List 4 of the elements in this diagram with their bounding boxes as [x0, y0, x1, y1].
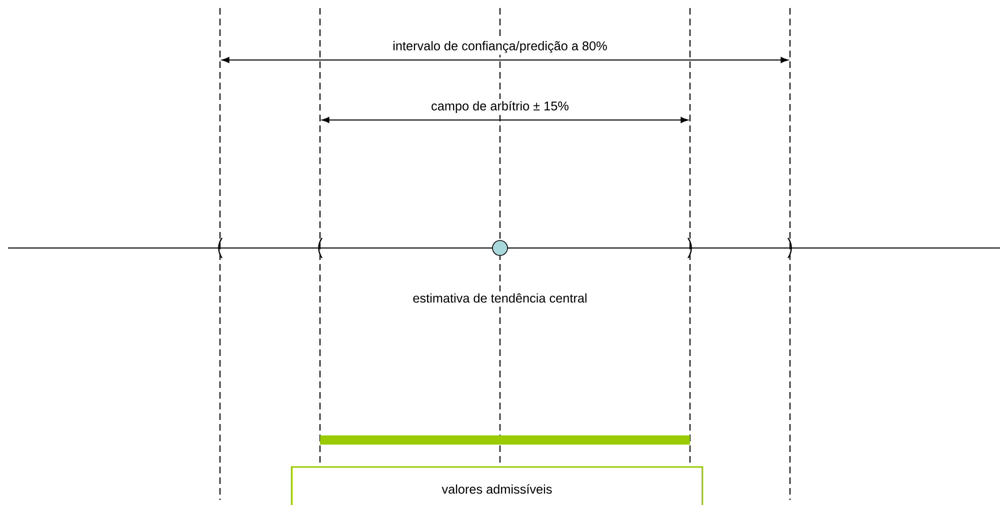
annotation-text: intervalo de confiança/predição a 80% — [390, 39, 610, 55]
annotation-text: campo de arbítrio ± 15% — [429, 99, 571, 115]
annotation-text: estimativa de tendência central — [410, 291, 590, 305]
label-box: valores admissíveis — [290, 466, 704, 505]
